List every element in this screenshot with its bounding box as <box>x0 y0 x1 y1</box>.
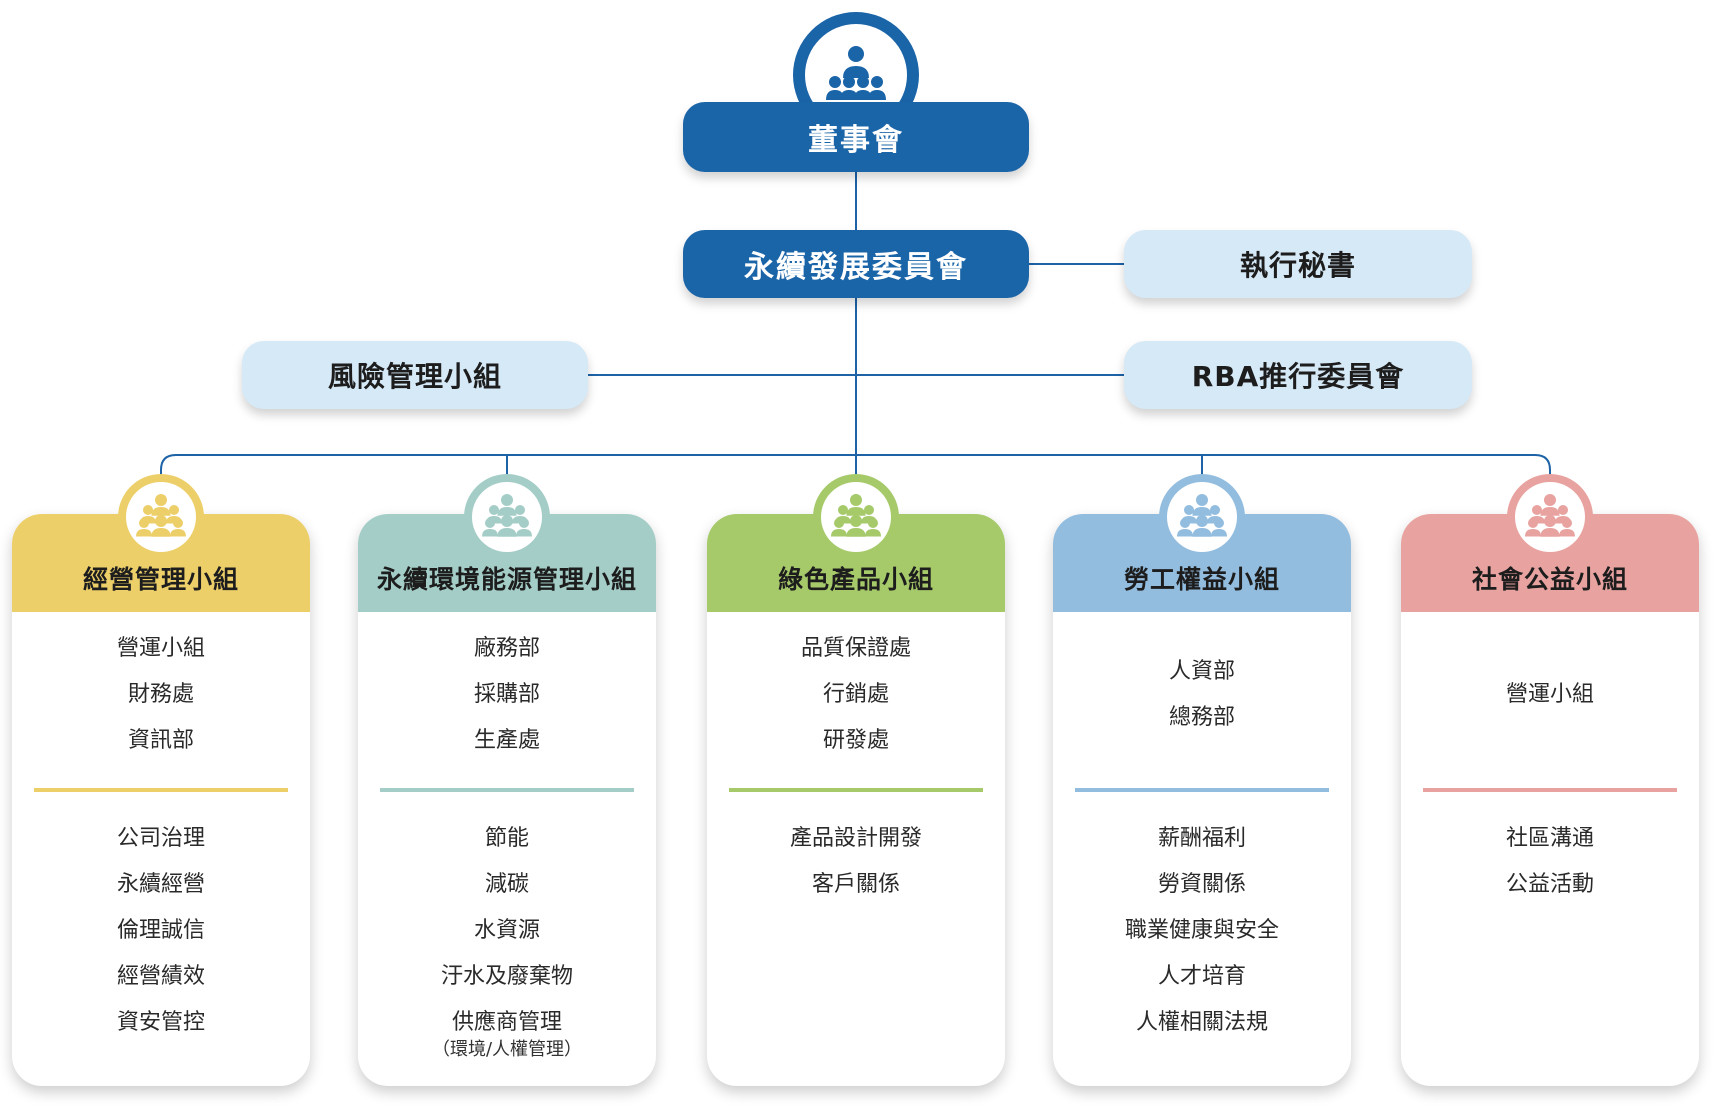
topic-item: 水資源 <box>473 918 540 943</box>
topic-item: 供應商管理 <box>451 1010 562 1035</box>
topic-list: 薪酬福利勞資關係職業健康與安全人才培育人權相關法規 <box>1053 816 1351 1046</box>
topic-list: 公司治理永續經營倫理誠信經營績效資安管控 <box>12 816 310 1046</box>
department-item: 廠務部 <box>473 636 540 661</box>
group-card-1: 經營管理小組 營運小組財務處資訊部 公司治理永續經營倫理誠信經營績效資安管控 <box>12 514 310 1086</box>
department-list: 人資部總務部 <box>1053 616 1351 774</box>
group-card-3: 綠色產品小組 品質保證處行銷處研發處 產品設計開發客戶關係 <box>707 514 1005 1086</box>
topic-item: 公益活動 <box>1505 872 1594 897</box>
department-item: 行銷處 <box>822 682 889 707</box>
topic-item: 人才培育 <box>1157 964 1246 989</box>
topic-item: 減碳 <box>484 872 529 897</box>
department-item: 採購部 <box>473 682 540 707</box>
group-divider <box>729 788 983 792</box>
department-list: 廠務部採購部生產處 <box>358 616 656 774</box>
rba-committee-label: RBA推行委員會 <box>1191 360 1405 393</box>
group-card-5: 社會公益小組 營運小組 社區溝通公益活動 <box>1401 514 1699 1086</box>
department-list: 營運小組財務處資訊部 <box>12 616 310 774</box>
department-item: 財務處 <box>127 682 194 707</box>
team-group-icon <box>831 494 881 537</box>
topic-item: 人權相關法規 <box>1135 1010 1268 1035</box>
group-icon-badge <box>813 474 899 560</box>
secretary-label: 執行秘書 <box>1239 249 1356 282</box>
department-item: 生產處 <box>473 728 540 753</box>
topic-list: 社區溝通公益活動 <box>1401 816 1699 908</box>
group-divider <box>1423 788 1677 792</box>
topic-list: 節能減碳水資源汙水及廢棄物供應商管理 （環境/人權管理） <box>358 816 656 1060</box>
topic-item: 客戶關係 <box>811 872 900 897</box>
department-item: 研發處 <box>822 728 889 753</box>
committee-box: 永續發展委員會 <box>683 230 1029 298</box>
department-item: 總務部 <box>1168 705 1235 730</box>
department-item: 資訊部 <box>127 728 194 753</box>
department-list: 營運小組 <box>1401 616 1699 774</box>
group-divider <box>34 788 288 792</box>
topic-item: 職業健康與安全 <box>1124 918 1279 943</box>
topic-item: 資安管控 <box>116 1010 205 1035</box>
department-list: 品質保證處行銷處研發處 <box>707 616 1005 774</box>
secretary-box: 執行秘書 <box>1124 230 1472 298</box>
group-icon-badge <box>1507 474 1593 560</box>
committee-label: 永續發展委員會 <box>744 250 968 285</box>
team-group-icon <box>1525 494 1575 537</box>
department-item: 人資部 <box>1168 659 1235 684</box>
group-icon-badge <box>118 474 204 560</box>
topic-list: 產品設計開發客戶關係 <box>707 816 1005 908</box>
topic-item: 社區溝通 <box>1505 826 1594 851</box>
department-item: 營運小組 <box>1505 682 1594 707</box>
team-group-icon <box>482 494 532 537</box>
topic-item: 永續經營 <box>116 872 205 897</box>
group-icon-badge <box>1159 474 1245 560</box>
topic-item: 產品設計開發 <box>789 826 922 851</box>
topic-item: 公司治理 <box>116 826 205 851</box>
topic-item: 經營績效 <box>116 964 205 989</box>
department-item: 營運小組 <box>116 636 205 661</box>
group-divider <box>380 788 634 792</box>
group-card-4: 勞工權益小組 人資部總務部 薪酬福利勞資關係職業健康與安全人才培育人權相關法規 <box>1053 514 1351 1086</box>
group-card-2: 永續環境能源管理小組 廠務部採購部生產處 節能減碳水資源汙水及廢棄物供應商管理（… <box>358 514 656 1086</box>
group-icon-badge <box>464 474 550 560</box>
team-group-icon <box>136 494 186 537</box>
topic-item: 勞資關係 <box>1157 872 1246 897</box>
topic-note: （環境/人權管理） <box>431 1039 583 1060</box>
risk-group-label: 風險管理小組 <box>327 360 502 393</box>
department-item: 品質保證處 <box>800 636 911 661</box>
risk-group-box: 風險管理小組 <box>242 341 588 409</box>
board-box: 董事會 <box>683 102 1029 172</box>
rba-committee-box: RBA推行委員會 <box>1124 341 1472 409</box>
topic-item: 薪酬福利 <box>1157 826 1246 851</box>
topic-item: 節能 <box>484 826 529 851</box>
board-label: 董事會 <box>808 123 904 158</box>
topic-item: 汙水及廢棄物 <box>440 964 573 989</box>
team-group-icon <box>1177 494 1227 537</box>
group-divider <box>1075 788 1329 792</box>
topic-item: 倫理誠信 <box>116 918 205 943</box>
board-members-icon <box>826 46 886 100</box>
